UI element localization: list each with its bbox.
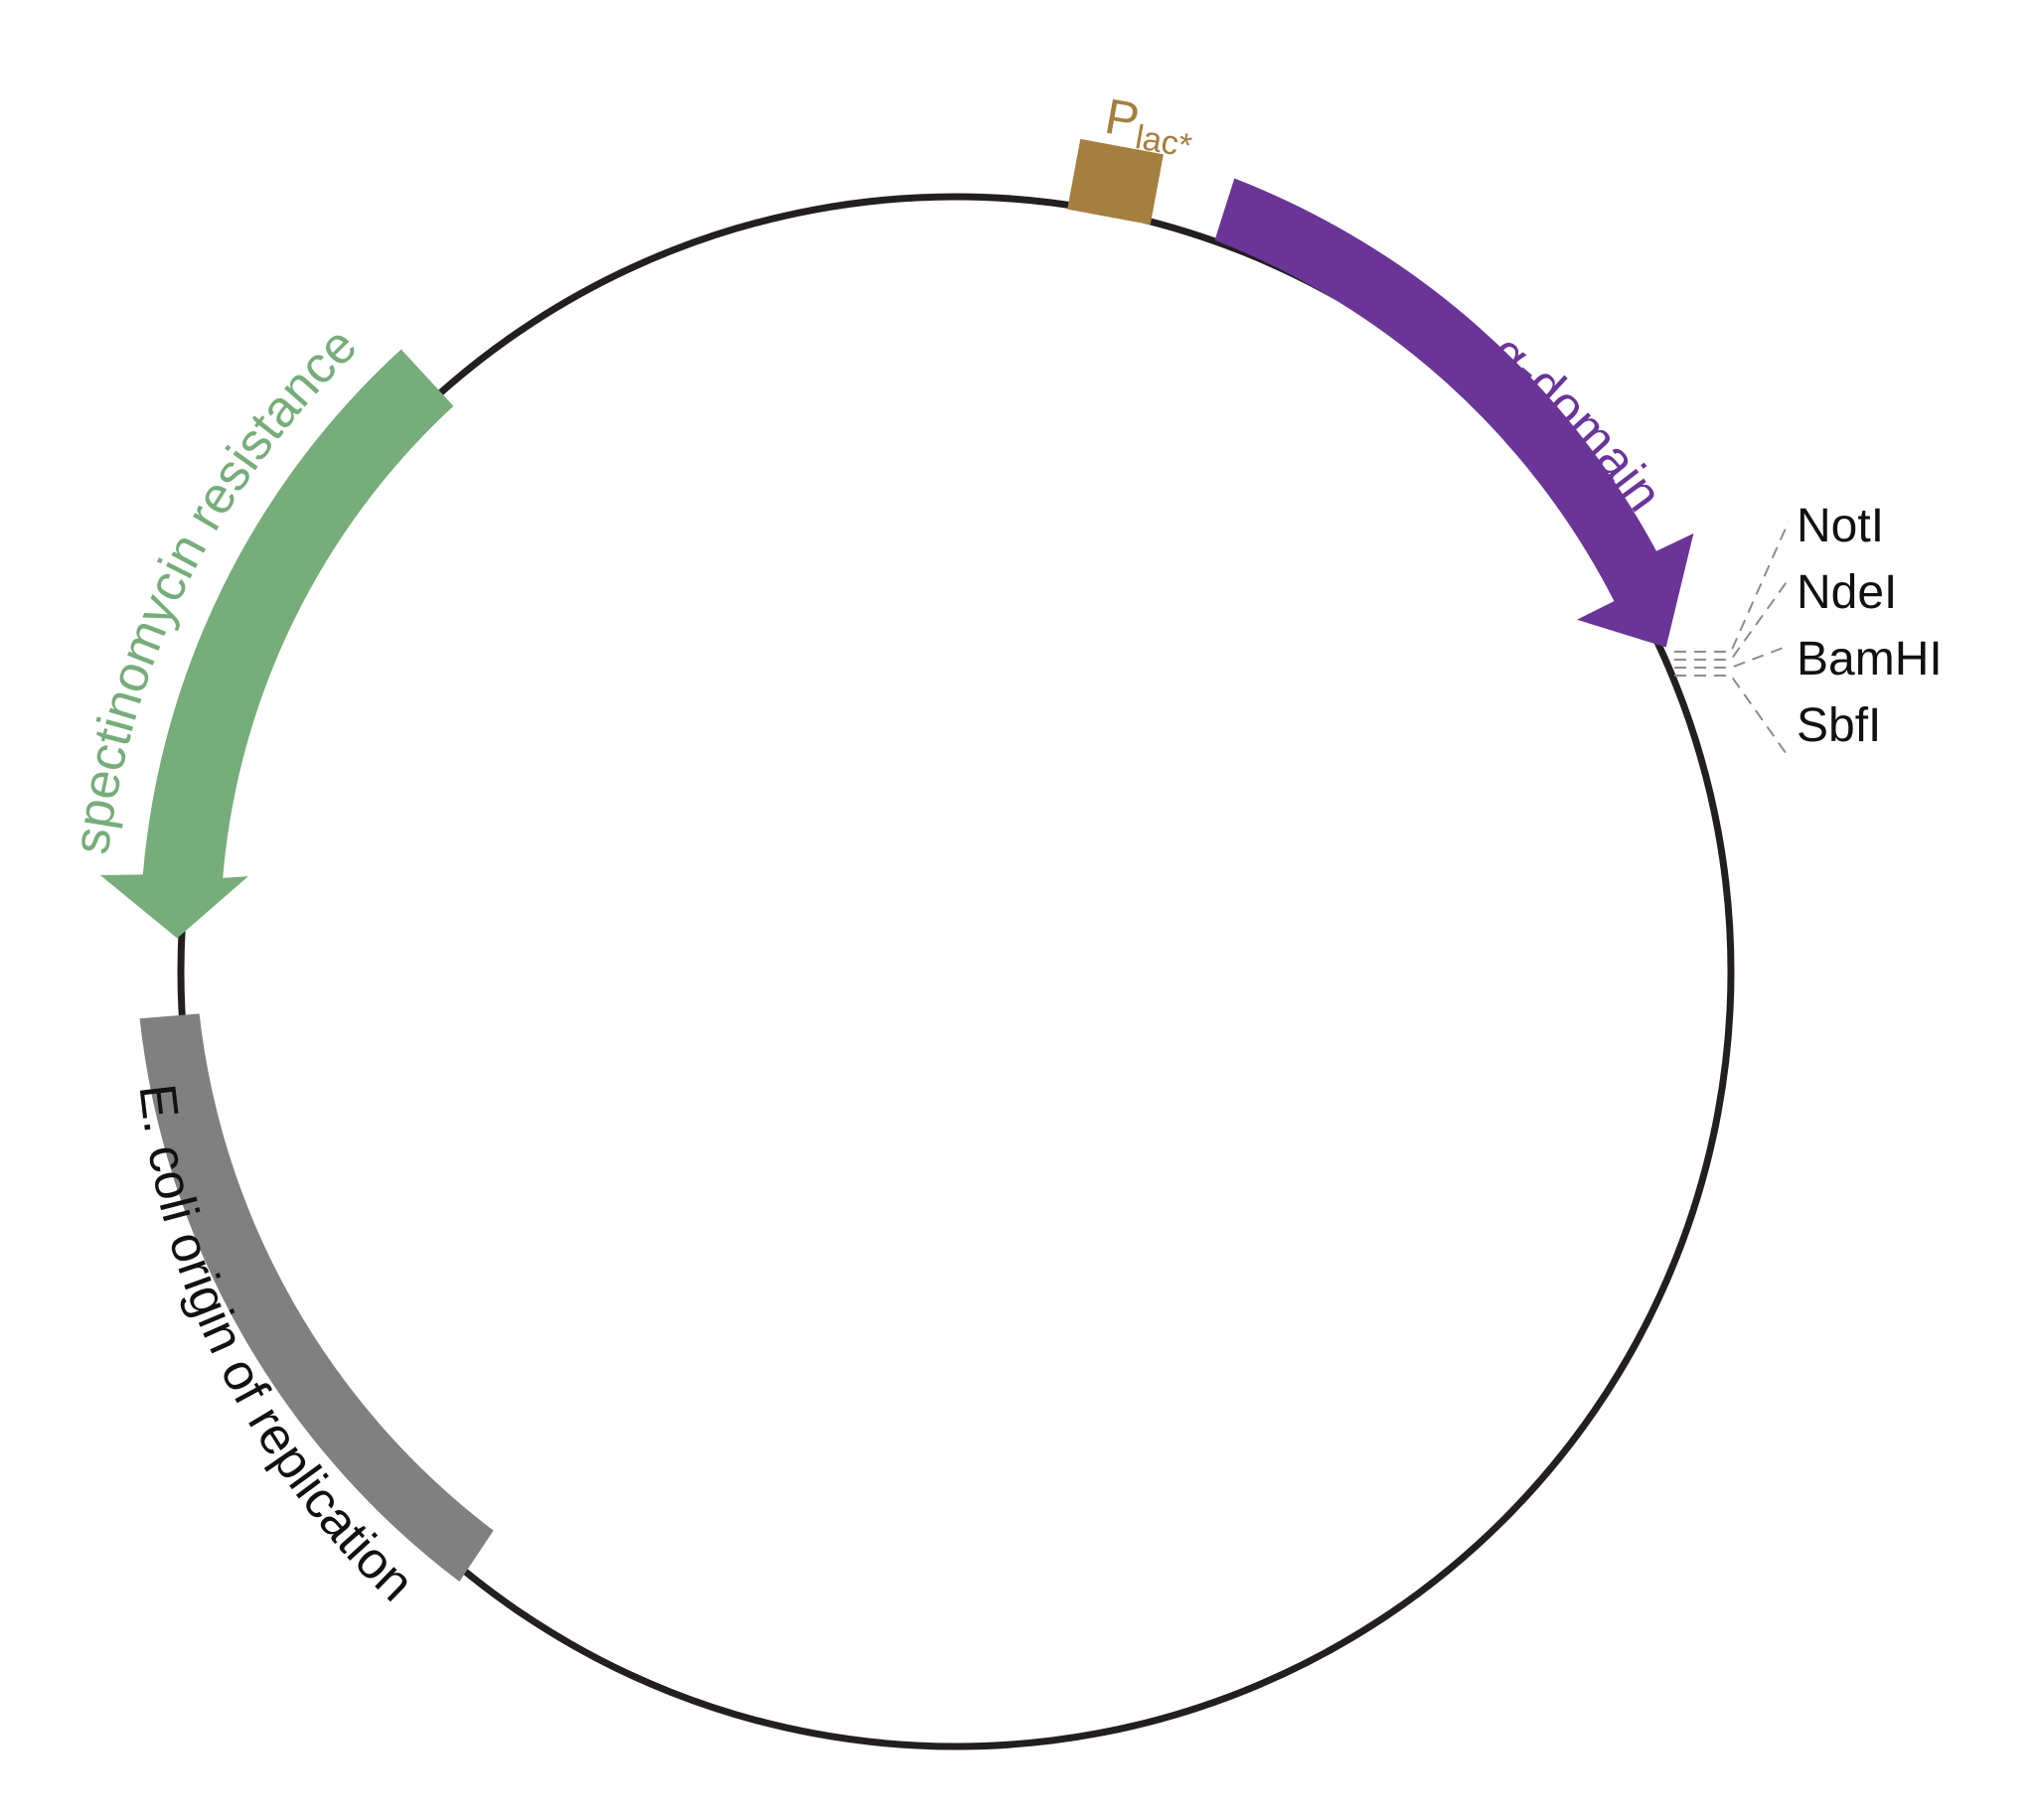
restriction-site-list: NotI NdeI BamHI SbfI [1797,500,1943,752]
site-label-sbfi: SbfI [1797,699,1881,752]
site-label-bamhi: BamHI [1797,633,1943,685]
site-label-ndei: NdeI [1797,566,1897,619]
plasmid-backbone [177,193,1735,1750]
spectinomycin-arrow [99,349,454,939]
promoter-box [1067,138,1164,226]
restriction-site-leaders [1674,521,1790,758]
alpha-domain-arrow [1214,178,1694,648]
origin-block [139,1013,494,1582]
site-label-noti: NotI [1797,500,1884,552]
